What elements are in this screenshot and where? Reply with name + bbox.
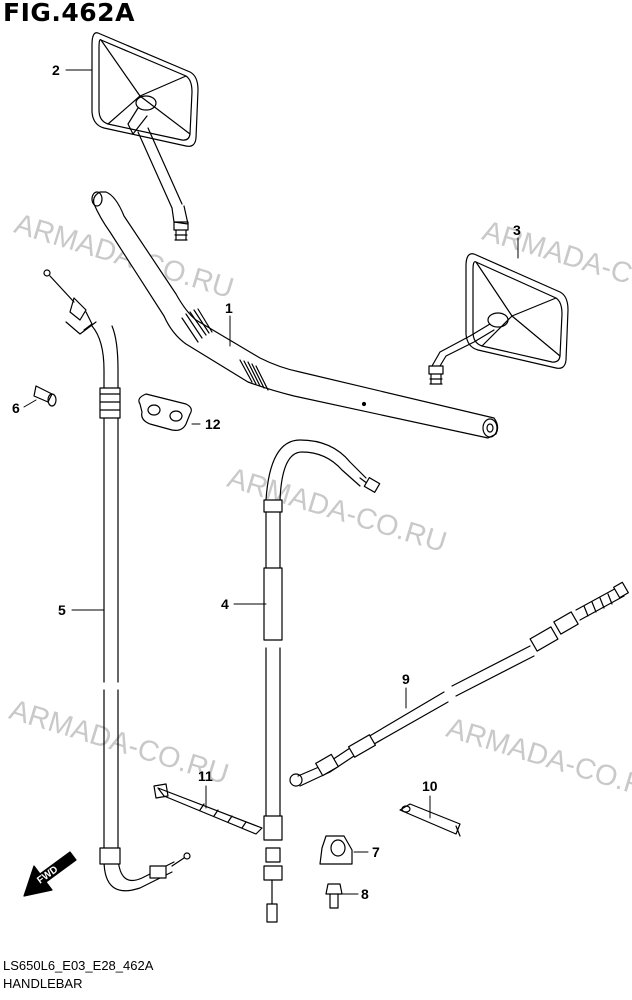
left-mirror[interactable] bbox=[91, 32, 199, 241]
callout-12: 12 bbox=[205, 416, 221, 432]
right-mirror[interactable] bbox=[428, 253, 569, 385]
callout-8: 8 bbox=[361, 886, 369, 902]
callout-3: 3 bbox=[513, 222, 521, 238]
bolt[interactable] bbox=[325, 883, 343, 909]
cable-tie[interactable] bbox=[153, 783, 263, 835]
mounting-plate[interactable] bbox=[399, 803, 461, 837]
screw[interactable] bbox=[33, 385, 57, 407]
cable-clamp[interactable] bbox=[138, 393, 192, 431]
figure-name: HANDLEBAR bbox=[3, 976, 83, 991]
callout-6: 6 bbox=[12, 400, 20, 416]
callout-4: 4 bbox=[221, 596, 229, 612]
cable-right[interactable] bbox=[289, 581, 629, 787]
cable-middle[interactable] bbox=[263, 439, 381, 923]
callout-11: 11 bbox=[198, 768, 213, 784]
fwd-arrow-icon bbox=[23, 851, 77, 897]
throttle-cable[interactable] bbox=[43, 269, 191, 892]
bracket[interactable] bbox=[319, 835, 353, 865]
callout-2: 2 bbox=[52, 62, 60, 78]
callout-9: 9 bbox=[402, 671, 410, 687]
handlebar[interactable] bbox=[91, 191, 499, 439]
callout-10: 10 bbox=[422, 778, 438, 794]
callout-5: 5 bbox=[58, 602, 66, 618]
figure-title: FIG.462A bbox=[3, 0, 135, 27]
callout-7: 7 bbox=[372, 844, 380, 860]
callout-1: 1 bbox=[225, 300, 233, 316]
figure-code: LS650L6_E03_E28_462A bbox=[3, 958, 154, 973]
